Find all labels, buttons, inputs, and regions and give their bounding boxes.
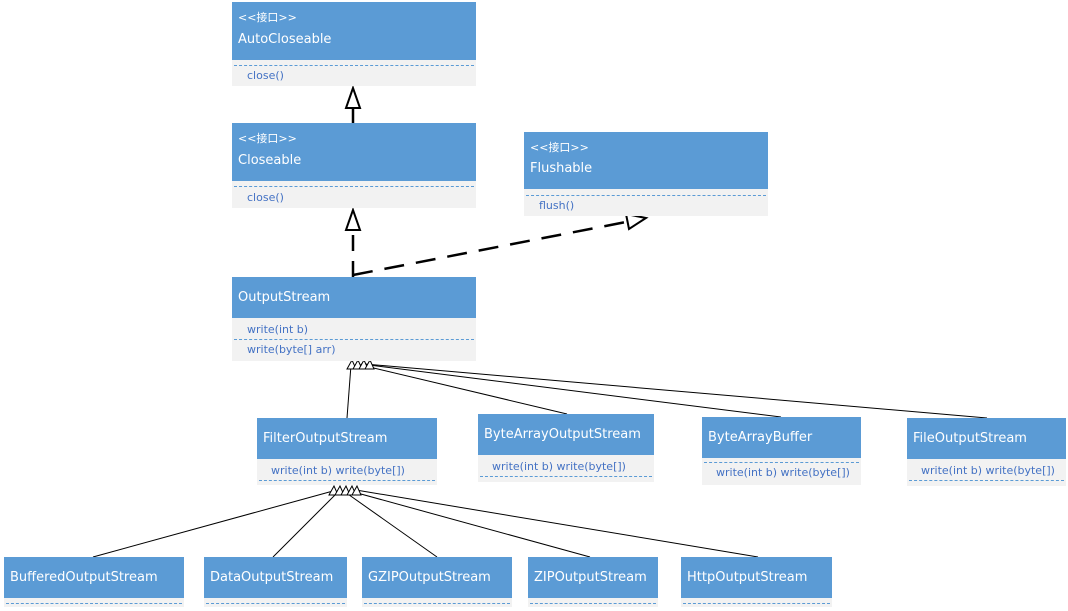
divider — [704, 462, 859, 463]
divider — [526, 195, 766, 196]
operation: write(int b) — [247, 323, 309, 336]
stereotype-label: <<接口>> — [530, 141, 589, 154]
class-name: GZIPOutputStream — [368, 570, 491, 585]
class-header: <<接口>> AutoCloseable — [232, 2, 476, 60]
class-closeable: <<接口>> Closeable close() — [232, 123, 476, 208]
implements-arrowhead — [624, 212, 649, 231]
class-gzipoutputstream: GZIPOutputStream — [362, 557, 512, 607]
extends-filteroutputstream-outputstream — [346, 364, 352, 419]
operation: write(byte[] arr) — [247, 343, 336, 356]
class-header: FilterOutputStream — [257, 418, 437, 459]
divider — [364, 603, 510, 604]
class-name: DataOutputStream — [210, 570, 334, 585]
extends-arrowhead — [351, 484, 362, 496]
class-autocloseable: <<接口>> AutoCloseable close() — [232, 2, 476, 86]
class-header: GZIPOutputStream — [362, 557, 512, 598]
class-header: FileOutputStream — [907, 418, 1066, 459]
class-filteroutputstream: FilterOutputStream write(int b) write(by… — [257, 418, 437, 485]
divider — [6, 603, 182, 604]
class-header: DataOutputStream — [204, 557, 347, 598]
extends-httpoutputstream-filteroutputstream — [355, 489, 759, 558]
extends-bytearraybuffer-outputstream — [360, 363, 782, 418]
extends-arrowhead — [344, 84, 362, 109]
class-header: ZIPOutputStream — [528, 557, 658, 598]
divider — [259, 480, 435, 481]
divider — [206, 603, 345, 604]
class-header: <<接口>> Flushable — [524, 132, 768, 189]
class-name: FilterOutputStream — [263, 431, 388, 446]
operation: write(int b) write(byte[]) — [271, 464, 405, 477]
divider — [683, 603, 830, 604]
extends-bufferedoutputstream-filteroutputstream — [92, 490, 334, 558]
class-name: Flushable — [530, 161, 593, 176]
class-bytearraybuffer: ByteArrayBuffer write(int b) write(byte[… — [702, 417, 861, 485]
class-header: HttpOutputStream — [681, 557, 832, 598]
class-header: <<接口>> Closeable — [232, 123, 476, 181]
extends-dataoutputstream-filteroutputstream — [272, 491, 339, 558]
class-bufferedoutputstream: BufferedOutputStream — [4, 557, 184, 607]
class-name: HttpOutputStream — [687, 570, 808, 585]
divider — [234, 65, 474, 66]
class-httpoutputstream: HttpOutputStream — [681, 557, 832, 607]
class-name: OutputStream — [238, 290, 331, 305]
divider — [909, 480, 1064, 481]
class-header: BufferedOutputStream — [4, 557, 184, 598]
class-zipoutputstream: ZIPOutputStream — [528, 557, 658, 607]
extends-gzipoutputstream-filteroutputstream — [344, 491, 438, 558]
stereotype-label: <<接口>> — [238, 132, 297, 145]
operation: close() — [247, 69, 284, 82]
class-name: ByteArrayBuffer — [708, 430, 813, 445]
class-name: AutoCloseable — [238, 32, 332, 47]
extends-arrowhead — [364, 358, 375, 370]
class-bytearrayoutputstream: ByteArrayOutputStream write(int b) write… — [478, 414, 654, 482]
class-header: OutputStream — [232, 277, 476, 318]
class-name: ByteArrayOutputStream — [484, 427, 641, 442]
implements-outputstream-flushable — [352, 220, 627, 277]
operation: write(int b) write(byte[]) — [716, 466, 850, 479]
divider — [530, 603, 656, 604]
divider — [234, 186, 474, 187]
class-name: FileOutputStream — [913, 431, 1027, 446]
extends-zipoutputstream-filteroutputstream — [349, 490, 591, 558]
class-name: BufferedOutputStream — [10, 570, 158, 585]
divider — [234, 339, 474, 340]
class-outputstream: OutputStream write(int b) write(byte[] a… — [232, 277, 476, 361]
extends-fileoutputstream-outputstream — [364, 363, 988, 419]
class-header: ByteArrayOutputStream — [478, 414, 654, 455]
class-name: Closeable — [238, 153, 302, 168]
class-fileoutputstream: FileOutputStream write(int b) write(byte… — [907, 418, 1066, 486]
operation: write(int b) write(byte[]) — [492, 460, 626, 473]
extends-bytearrayoutputstream-outputstream — [356, 363, 568, 415]
class-header: ByteArrayBuffer — [702, 417, 861, 458]
operation: write(int b) write(byte[]) — [921, 464, 1055, 477]
divider — [480, 476, 652, 477]
class-flushable: <<接口>> Flushable flush() — [524, 132, 768, 216]
class-dataoutputstream: DataOutputStream — [204, 557, 347, 607]
extends-arrowhead — [344, 206, 362, 231]
operation: flush() — [539, 199, 575, 212]
operation: close() — [247, 191, 284, 204]
class-name: ZIPOutputStream — [534, 570, 647, 585]
stereotype-label: <<接口>> — [238, 11, 297, 24]
